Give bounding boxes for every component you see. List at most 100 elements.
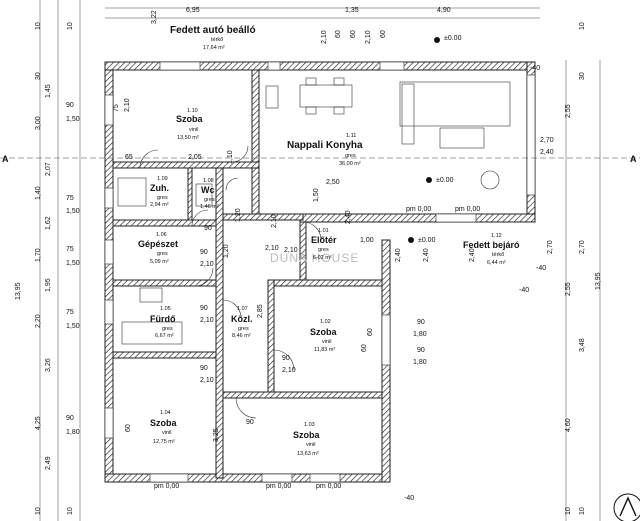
- dim-left-15: 10: [67, 507, 74, 515]
- dim-op-30: 2,40: [423, 248, 430, 262]
- dim-op-38: 60: [367, 328, 374, 336]
- room-area-1-01: 6,02 m²: [313, 255, 332, 261]
- room-area-1-11: 36,00 m²: [339, 161, 361, 167]
- dim-op-10: 90: [417, 319, 425, 326]
- room-name-1-07: Közl.: [231, 314, 253, 324]
- room-name-carport: Fedett autó beálló: [170, 25, 256, 36]
- level-6: pm 0,00: [266, 483, 291, 490]
- room-area-1-10: 13,50 m²: [177, 135, 199, 141]
- level-3: pm 0,00: [406, 206, 431, 213]
- room-name-1-04: Szoba: [150, 418, 177, 428]
- dim-op-43: 90: [246, 419, 254, 426]
- room-area-1-07: 8,46 m²: [232, 333, 251, 339]
- dim-left-12: 13,95: [15, 282, 22, 300]
- dim-op-35: 2,85: [257, 304, 264, 318]
- room-id-1-03: 1.03: [304, 422, 315, 428]
- room-floor-1-05: gres: [162, 326, 173, 332]
- dim-top-0: 6,95: [186, 7, 200, 14]
- room-id-1-05: 1.05: [160, 306, 171, 312]
- dim-top-4: 2,10: [321, 30, 328, 44]
- room-floor-1-07: gres: [238, 326, 249, 332]
- level-8: -40: [519, 287, 529, 294]
- level-marker: [434, 37, 440, 43]
- room-name-1-08: Wc: [201, 185, 215, 195]
- dim-right-3: 2,55: [565, 282, 572, 296]
- dim-top-7: 2,10: [365, 30, 372, 44]
- dims-top: 6,95 1,35 4,90 3,22 2,10 60 60 2,10 60: [151, 7, 451, 44]
- room-area-1-02: 11,83 m²: [314, 347, 335, 353]
- dim-op-42: 60: [361, 344, 368, 352]
- dim-op-20: 90: [200, 305, 208, 312]
- dim-right-5: 4,60: [565, 418, 572, 432]
- dim-op-36: 3,25: [213, 428, 220, 442]
- dims-openings: 90 1,50 75 1,50 75 1,50 75 1,50 90 1,80 …: [66, 98, 476, 442]
- dim-top-8: 60: [380, 30, 387, 38]
- room-area-1-03: 13,63 m²: [297, 451, 319, 457]
- dim-right-7: 2,70: [547, 240, 554, 254]
- room-area-1-06: 5,09 m²: [150, 259, 169, 265]
- dim-op-15: 2,10: [124, 98, 131, 112]
- dim-op-19: 2,10: [200, 261, 214, 268]
- dim-left-2: 3,00: [35, 116, 42, 130]
- north-arrow-icon: [613, 493, 640, 521]
- dim-op-25: 2,10: [282, 367, 296, 374]
- room-area-1-08: 1,46 m²: [200, 204, 219, 210]
- room-area-1-12: 6,44 m²: [487, 260, 506, 266]
- dim-left-0: 30: [35, 72, 42, 80]
- section-marker-left: A: [2, 154, 9, 164]
- dim-op-31: 2,40: [469, 248, 476, 262]
- dim-right-9: 30: [579, 72, 586, 80]
- dim-op-27: 1,50: [313, 188, 320, 202]
- dims-right: 2,55 2,70 2,40 2,55 3,48 4,60 13,95 2,70…: [540, 22, 602, 515]
- dim-op-8: 90: [66, 415, 74, 422]
- dim-top-6: 60: [350, 30, 357, 38]
- dim-left-4: 1,40: [35, 186, 42, 200]
- dim-op-32: 2,40: [395, 248, 402, 262]
- dim-op-23: 2,10: [200, 377, 214, 384]
- room-floor-1-06: gres: [157, 251, 168, 257]
- dim-op-16: 65: [125, 154, 133, 161]
- room-name-1-05: Fürdő: [150, 314, 176, 324]
- room-floor-1-01: gres: [318, 247, 329, 253]
- furniture: [117, 77, 511, 345]
- dim-op-11: 1,80: [413, 331, 427, 338]
- dim-left-9: 3,26: [45, 358, 52, 372]
- level-2: ±0.00: [418, 237, 436, 244]
- dim-op-12: 90: [417, 347, 425, 354]
- dim-op-41: 1,20: [235, 208, 242, 222]
- room-name-1-12: Fedett bejáró: [463, 240, 520, 250]
- dim-left-6: 1,70: [35, 248, 42, 262]
- dim-left-14: 10: [35, 507, 42, 515]
- dim-op-2: 75: [66, 195, 74, 202]
- level-4: pm 0,00: [455, 206, 480, 213]
- room-floor-1-08: gres: [204, 197, 215, 203]
- level-10: -40: [404, 495, 414, 502]
- section-markers: A A: [2, 154, 637, 164]
- level-11: -40: [536, 265, 546, 272]
- dim-op-26: 2,50: [326, 179, 340, 186]
- windows: [104, 61, 536, 483]
- doors: [139, 145, 322, 419]
- section-marker-right: A: [630, 154, 637, 164]
- levels: ±0.00 ±0.00 ±0.00 pm 0,00 pm 0,00 pm 0,0…: [154, 35, 546, 502]
- room-id-1-09: 1.09: [157, 176, 168, 182]
- room-name-1-10: Szoba: [176, 114, 203, 124]
- dim-left-13: 10: [35, 22, 42, 30]
- room-area-1-04: 12,75 m²: [153, 439, 175, 445]
- level-9: -40: [530, 65, 540, 72]
- room-id-1-10: 1.10: [187, 108, 198, 114]
- room-name-1-02: Szoba: [310, 327, 337, 337]
- dim-op-17: 2,05: [188, 154, 202, 161]
- level-1: ±0.00: [436, 177, 454, 184]
- room-id-1-04: 1.04: [160, 410, 171, 416]
- dim-op-0: 90: [66, 102, 74, 109]
- dim-right-8: 2,70: [579, 240, 586, 254]
- dim-right-6: 13,95: [595, 272, 602, 290]
- dim-op-1: 1,50: [66, 116, 80, 123]
- dim-op-29: 1,00: [360, 237, 374, 244]
- room-id-1-08: 1.08: [203, 178, 214, 184]
- dim-right-11: 10: [565, 507, 572, 515]
- room-name-1-01: Előtér: [311, 235, 337, 245]
